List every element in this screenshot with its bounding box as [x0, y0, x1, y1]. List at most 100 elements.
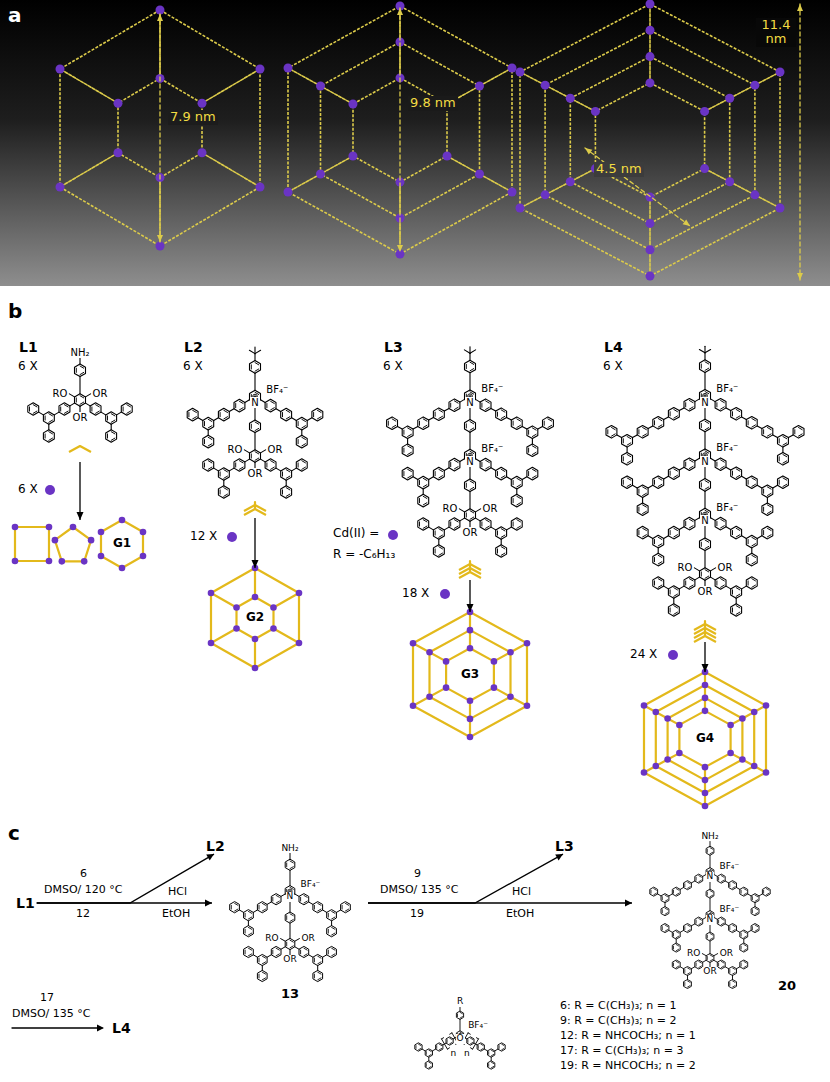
- metal-ion: [467, 716, 474, 723]
- bond-line: [736, 598, 737, 603]
- ligand-icon: [459, 572, 481, 578]
- metal-ion: [426, 693, 433, 700]
- node-label: G3: [459, 668, 481, 682]
- bond-line: [767, 498, 768, 503]
- bond-line: [627, 447, 628, 452]
- node-label: L4: [110, 1020, 133, 1036]
- double-bond: [423, 526, 427, 528]
- double-bond: [705, 576, 709, 578]
- double-bond: [259, 905, 260, 909]
- double-bond: [513, 522, 514, 526]
- metal-ion: [491, 658, 498, 665]
- bond-line: [695, 577, 700, 580]
- double-bond: [345, 909, 348, 911]
- aromatic-ring: [244, 910, 254, 921]
- metal-ion: [98, 553, 105, 560]
- double-bond: [423, 503, 427, 505]
- cage-strut: [480, 68, 513, 86]
- double-bond: [752, 425, 756, 427]
- double-bond: [643, 505, 647, 507]
- double-bond: [674, 535, 678, 537]
- double-bond: [272, 897, 273, 901]
- double-bond: [318, 962, 321, 964]
- cage-edge: [668, 698, 743, 780]
- atom-label: BF₄⁻: [715, 383, 739, 394]
- double-bond: [755, 908, 758, 910]
- double-bond: [783, 437, 787, 439]
- aromatic-ring: [488, 1049, 495, 1057]
- double-bond: [676, 945, 679, 947]
- aromatic-ring: [296, 417, 307, 430]
- aromatic-ring: [740, 943, 748, 952]
- double-bond: [439, 476, 443, 478]
- bond-line: [680, 930, 683, 932]
- cage-edge: [101, 520, 143, 568]
- double-bond: [627, 437, 631, 439]
- double-bond: [488, 1064, 489, 1067]
- double-bond: [276, 948, 279, 950]
- double-bond: [767, 493, 771, 495]
- double-bond: [696, 920, 697, 923]
- bond-line: [495, 1049, 498, 1051]
- metal-ion: [98, 529, 105, 536]
- double-bond: [623, 457, 624, 461]
- metal-ion: [410, 702, 417, 709]
- double-bond: [276, 901, 279, 903]
- double-bond: [423, 485, 427, 487]
- double-bond: [744, 966, 747, 968]
- double-bond: [501, 553, 505, 555]
- bond-line: [491, 408, 496, 411]
- aromatic-ring: [402, 467, 413, 480]
- aromatic-ring: [717, 917, 725, 926]
- bond-line: [290, 853, 291, 859]
- arrow-line: [368, 902, 632, 903]
- double-bond: [532, 434, 536, 436]
- double-bond: [486, 520, 490, 522]
- double-bond: [517, 526, 521, 528]
- aromatic-ring: [425, 1049, 432, 1057]
- metal-ion: [252, 636, 259, 643]
- double-bond: [491, 1054, 494, 1056]
- double-bond: [439, 410, 443, 412]
- double-bond: [80, 366, 84, 368]
- bond-line: [711, 568, 716, 571]
- double-bond: [447, 1040, 448, 1043]
- metal-ion: [208, 590, 215, 597]
- metal-ion: [12, 524, 19, 531]
- metal-ion: [776, 204, 785, 213]
- double-bond: [426, 1064, 427, 1067]
- double-bond: [627, 478, 631, 480]
- aromatic-ring: [418, 494, 429, 507]
- aromatic-ring: [59, 403, 70, 416]
- bond-line: [54, 412, 59, 415]
- double-bond: [654, 558, 655, 562]
- node-label: G2: [244, 611, 266, 625]
- dimension-label: 4.5 nm: [594, 162, 644, 177]
- double-bond: [674, 410, 678, 412]
- double-bond: [276, 895, 279, 897]
- cage-strut: [202, 69, 260, 103]
- bond-line: [695, 518, 700, 521]
- metal-ion: [516, 204, 525, 213]
- aromatic-ring: [218, 468, 229, 481]
- double-bond: [716, 581, 717, 585]
- aromatic-ring: [740, 930, 748, 939]
- double-bond: [193, 410, 197, 412]
- arrow-head: [467, 604, 474, 612]
- metal-ion: [467, 627, 474, 634]
- aromatic-ring: [43, 430, 54, 443]
- double-bond: [710, 955, 713, 957]
- cage-edge: [446, 648, 494, 701]
- double-bond: [658, 555, 662, 557]
- cage-strut: [288, 174, 321, 192]
- bond-line: [290, 923, 291, 938]
- aromatic-ring: [684, 924, 692, 933]
- bond-line: [262, 966, 263, 971]
- double-bond: [450, 463, 451, 467]
- double-bond: [220, 413, 221, 417]
- bond-line: [469, 353, 470, 360]
- double-bond: [478, 1046, 479, 1049]
- aromatic-ring: [271, 946, 281, 957]
- panel-letter: a: [8, 4, 22, 27]
- double-bond: [721, 585, 725, 587]
